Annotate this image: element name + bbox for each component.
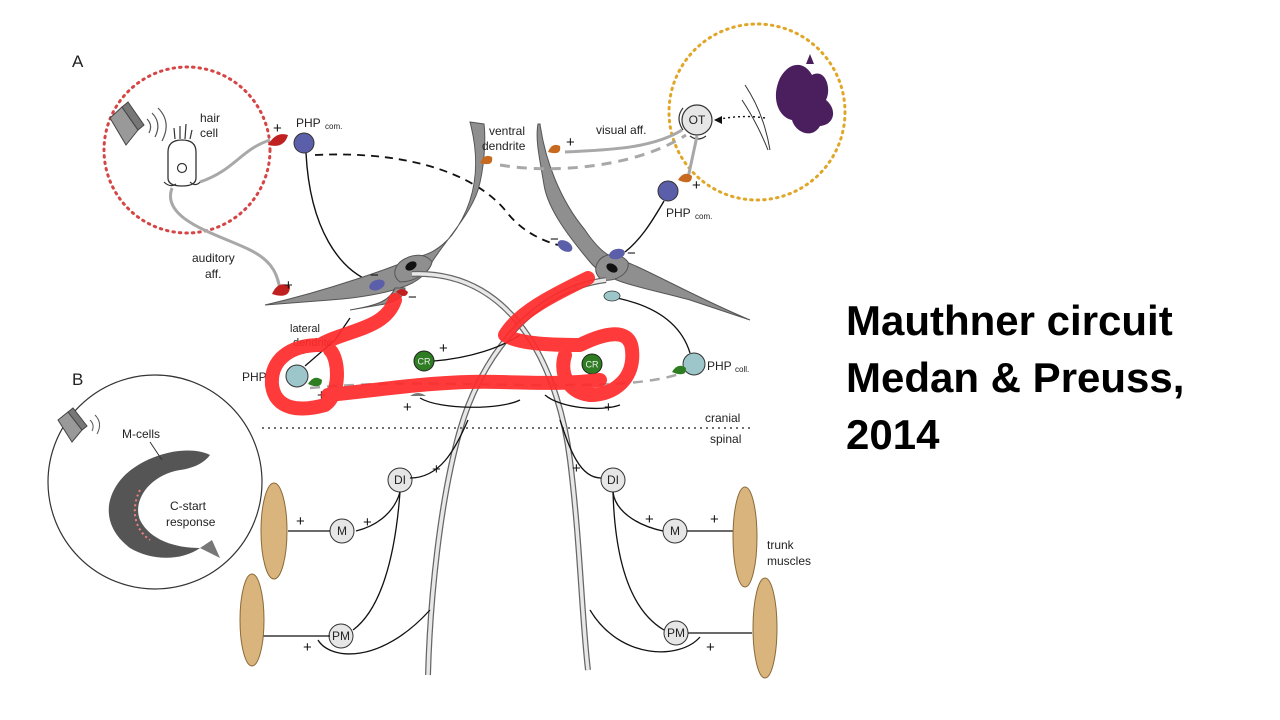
php-coll-sub-right: coll. [735,365,749,374]
speaker-icon [109,101,167,146]
php-com-sub-right: com. [695,212,712,221]
ventral-dendrite-label-1: ventral [489,124,525,138]
plus-sign: + [692,177,701,194]
trunk-muscles-label-1: trunk [767,538,795,552]
cr-label-left: CR [418,356,431,366]
visual-input-arrow [714,115,766,121]
di-label-right: DI [607,473,619,487]
minus-sign: − [408,289,417,306]
title-line-3: 2014 [846,411,940,458]
visual-afferent-dashed [499,133,687,171]
trunk-muscle-right-lower [752,577,778,679]
plus-sign: + [403,399,412,416]
plus-sign: + [710,511,719,528]
minus-sign: − [370,267,379,284]
plus-sign: + [296,513,305,530]
m-label-right: M [670,524,680,538]
cr-label-right: CR [586,359,599,369]
hair-cell-icon [163,123,203,187]
hair-cell-label-2: cell [200,126,218,140]
plus-sign: + [645,511,654,528]
auditory-afferent-lower [168,187,282,291]
hair-cell-label-1: hair [200,111,220,125]
plus-sign: + [273,120,282,137]
speaker-icon-b [57,407,101,443]
plus-sign: + [363,514,372,531]
php-coll-label-left: PHP [242,370,267,384]
inhibitory-synapse [369,279,385,291]
plus-sign: + [439,340,448,357]
ot-label: OT [689,113,706,127]
plus-sign: + [303,639,312,656]
auditory-afferent-upper [199,138,271,184]
optic-tectum-node [681,104,713,136]
auditory-stimulus-circle [102,65,272,235]
php-coll-neuron-right [682,352,706,376]
visual-stimulus-circle [667,22,847,202]
pm-label-left: PM [332,629,350,643]
inhibitory-synapse [557,240,573,252]
php-com-label-right: PHP [666,206,691,220]
title-line-1: Mauthner circuit [846,297,1173,344]
trunk-muscle-right-upper [732,486,758,588]
spinal-label: spinal [710,432,741,446]
visual-synapse [480,155,493,165]
fish-c-start-icon [108,450,220,558]
plus-sign: + [604,399,613,416]
m-cells-label: M-cells [122,427,160,441]
minus-sign: − [550,231,559,248]
visual-afferent [564,128,683,154]
lateral-dendrite-label-1: lateral [290,323,320,335]
trunk-muscle-left-lower [239,573,265,667]
auditory-aff-label-2: aff. [205,267,221,281]
php-com-sub-left: com. [325,122,342,131]
php-com-neuron-right [657,180,679,202]
cranial-label: cranial [705,411,740,425]
plus-sign: + [284,277,293,294]
php-com-label-left: PHP [296,116,321,130]
inhibitory-synapse [609,248,625,260]
c-start-label-1: C-start [170,499,207,513]
m-label-left: M [337,524,347,538]
slide-title: Mauthner circuit Medan & Preuss, 2014 [846,292,1276,463]
trunk-muscles-label-2: muscles [767,554,811,568]
c-start-label-2: response [166,515,216,529]
trunk-muscle-left-upper [260,482,288,580]
pm-label-right: PM [667,626,685,640]
auditory-synapse-upper [268,134,288,146]
visual-synapse [548,144,561,154]
php-com-axon-left [305,152,373,283]
minus-sign: − [627,245,636,262]
visual-aff-label: visual aff. [596,123,646,137]
panel-b-label: B [72,370,83,389]
looming-bird-icon [741,54,834,151]
plus-sign: + [572,460,581,477]
red-highlight-annotation [264,271,640,416]
title-line-2: Medan & Preuss, [846,354,1185,401]
php-com-neuron-left [293,132,315,154]
panel-a-label: A [72,52,84,71]
php-coll-label-right: PHP [707,359,732,373]
auditory-aff-label-1: auditory [192,251,235,265]
auditory-synapse-lower [272,284,290,296]
di-label-left: DI [394,473,406,487]
ventral-dendrite-label-2: dendrite [482,139,526,153]
panel-b-circle [47,374,263,590]
php-coll-neuron-left [285,364,309,388]
plus-sign: + [566,134,575,151]
plus-sign: + [706,639,715,656]
commissural-dashed-axon [314,153,559,246]
